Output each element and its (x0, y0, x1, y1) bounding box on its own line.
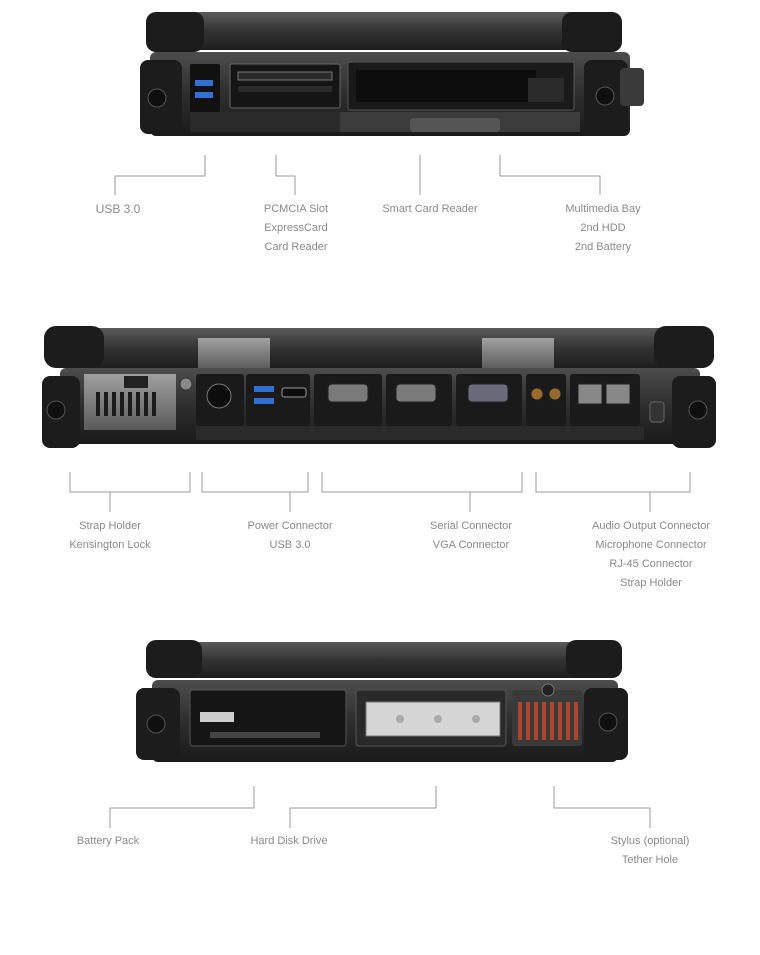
front-view (140, 12, 644, 136)
hinge-right (482, 338, 554, 370)
rear-leaders (69, 472, 691, 512)
front-lid-bumper-left (146, 12, 204, 52)
usb-port-icon (195, 80, 213, 86)
tether-hole-icon (541, 683, 555, 697)
hinge-left (198, 338, 270, 370)
bottom-lid (148, 642, 622, 678)
usb-port-icon (254, 398, 274, 404)
serial-port-icon (395, 383, 437, 403)
usb-port-icon (254, 386, 274, 392)
label-smart-card: Smart Card Reader (382, 203, 478, 215)
label-audio-rj45: Audio Output Connector Microphone Connec… (591, 520, 711, 589)
label-multimedia-bay: Multimedia Bay 2nd HDD 2nd Battery (565, 203, 641, 253)
serial-port-icon (327, 383, 369, 403)
front-handle (620, 68, 644, 106)
label-usb-front: USB 3.0 (95, 202, 141, 216)
front-screw-left (147, 88, 167, 108)
rear-view (42, 326, 716, 448)
rj45-port-icon (605, 383, 631, 405)
strap-holder-icon (649, 401, 665, 423)
front-screw-right (595, 86, 615, 106)
rear-lid-bumper-right (654, 326, 714, 368)
kensington-lock-icon (179, 377, 193, 391)
rear-lid (46, 328, 714, 368)
label-battery-pack: Battery Pack (76, 835, 140, 847)
bottom-leaders (109, 786, 651, 828)
label-stylus: Stylus (optional) Tether Hole (610, 835, 690, 866)
bottom-view (136, 640, 628, 762)
label-strap-kensington: Strap Holder Kensington Lock (69, 520, 151, 551)
front-leaders (114, 155, 601, 195)
rear-lid-bumper-left (44, 326, 104, 368)
usb-port-icon (195, 92, 213, 98)
smart-card-slot (410, 118, 500, 132)
label-hard-disk: Hard Disk Drive (250, 835, 328, 847)
hdmi-port-icon (281, 387, 307, 398)
audio-jack-icon (530, 387, 544, 401)
rj45-port-icon (577, 383, 603, 405)
vga-port-icon (467, 383, 509, 403)
label-serial-vga: Serial Connector VGA Connector (430, 520, 512, 551)
power-connector-icon (206, 383, 232, 409)
front-lid-bumper-right (562, 12, 622, 52)
label-pcmcia: PCMCIA Slot ExpressCard Card Reader (263, 203, 329, 253)
label-power-usb: Power Connector USB 3.0 (247, 520, 333, 551)
microphone-jack-icon (548, 387, 562, 401)
front-lid (148, 12, 622, 50)
front-usb-panel (190, 64, 220, 112)
front-lower-panel (190, 112, 340, 132)
stylus-bay (512, 690, 582, 746)
